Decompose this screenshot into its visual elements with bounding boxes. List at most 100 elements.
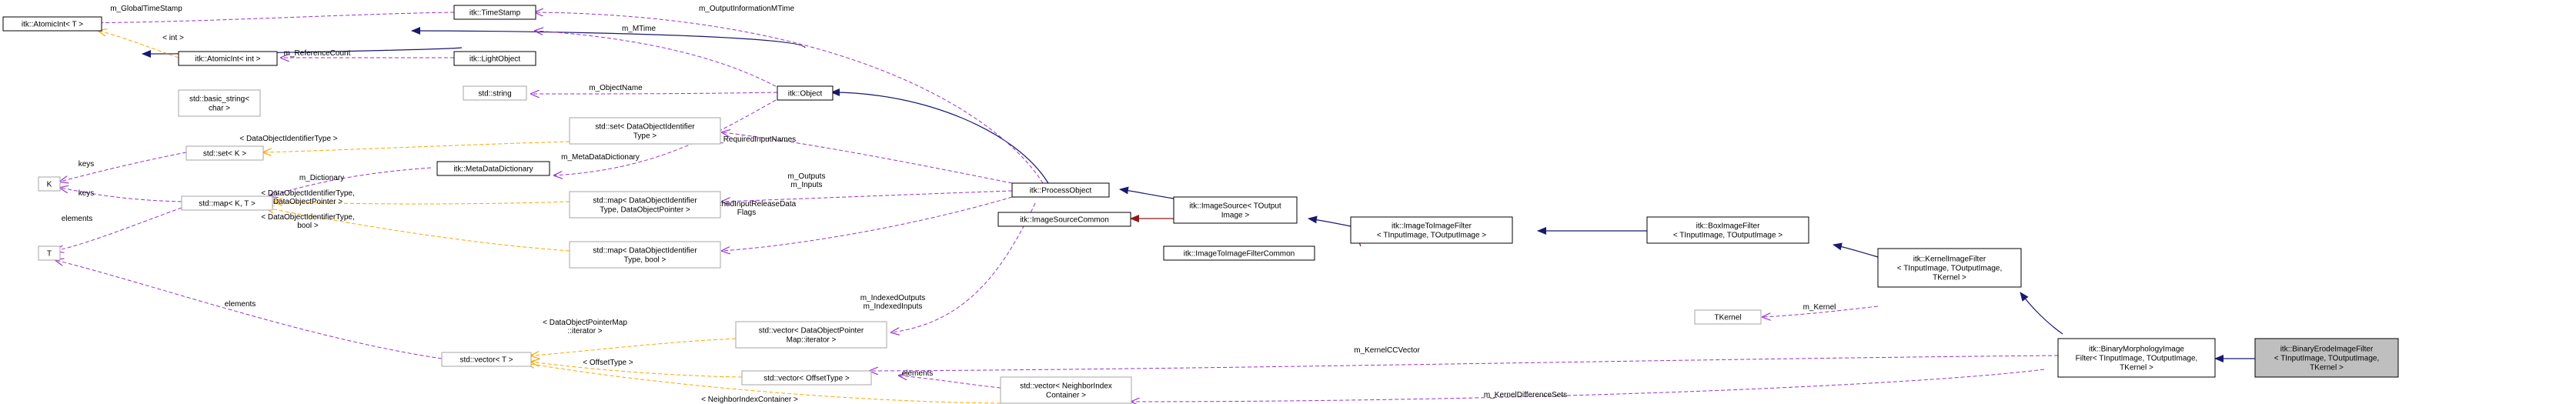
edge-setk-map (60, 152, 187, 182)
node-label-line: std::vector< OffsetType > (763, 375, 850, 383)
edge-mapdoiptr-processobject (722, 190, 1013, 202)
node-map-kt[interactable]: std::map< K, T > (181, 195, 273, 211)
edge-metadict-object (554, 96, 782, 175)
edge-string-object (531, 92, 778, 94)
node-label-line: itk::LightObject (469, 55, 520, 64)
edge-vectoroffset-binarymorph (870, 355, 2059, 371)
node-label-line: TKernel > (2120, 364, 2153, 372)
edge-kernel-binarymorph (2020, 292, 2063, 335)
edge-label-kernel-difference-sets: m_KernelDifferenceSets (1484, 391, 1567, 399)
node-vector-neighbor[interactable]: std::vector< NeighborIndexContainer > (1000, 376, 1132, 404)
node-label-line: std::string (478, 90, 511, 98)
edge-label-m-dictionary: m_Dictionary (299, 174, 344, 182)
node-std-string[interactable]: std::string (463, 85, 527, 101)
edge-vectordop-processobject (891, 202, 1036, 332)
edge-label-output-info-mtime: m_OutputInformationMTime (699, 5, 795, 13)
node-label-line: std::map< DataObjectIdentifier (593, 247, 697, 255)
edge-map-mapdoiptr (274, 202, 570, 204)
node-vector-offset[interactable]: std::vector< OffsetType > (741, 370, 872, 386)
node-image-source[interactable]: itk::ImageSource< TOutputImage > (1173, 196, 1298, 224)
node-label-line: std::map< DataObjectIdentifier (593, 197, 697, 205)
node-tkernel[interactable]: TKernel (1694, 309, 1762, 325)
node-atomic-int-int[interactable]: itk::AtomicInt< int > (178, 51, 278, 66)
edge-label-kernel: m_Kernel (1803, 303, 1836, 312)
node-label-line: itk::ImageSourceCommon (1020, 216, 1109, 225)
node-map-doi-ptr[interactable]: std::map< DataObjectIdentifierType, Data… (569, 191, 721, 219)
edge-timestamp-object (535, 31, 782, 90)
node-object[interactable]: itk::Object (777, 85, 834, 101)
edge-label-keys-map: keys (79, 189, 95, 198)
node-basic-string[interactable]: std::basic_string<char > (178, 89, 261, 117)
edge-label-doi-bool-tmpl: < DataObjectIdentifierType,bool > (261, 213, 354, 230)
edge-label-required-input-names: m_RequiredInputNames (713, 135, 796, 144)
node-label-line: std::set< DataObjectIdentifier (595, 123, 695, 132)
edge-setk-setdoi (263, 141, 570, 152)
node-vector-dop[interactable]: std::vector< DataObjectPointerMap::itera… (735, 321, 887, 349)
node-label-line: itk::BoxImageFilter (1696, 222, 1760, 231)
node-label-line: < TInputImage, TOutputImage > (1673, 232, 1782, 240)
edge-label-elements-neighbor: elements (902, 369, 934, 378)
node-atomic-int-t[interactable]: itk::AtomicInt< T > (2, 16, 102, 32)
node-t[interactable]: T (38, 245, 61, 261)
node-vector-t[interactable]: std::vector< T > (441, 352, 532, 367)
edge-label-meta-data-dictionary: m_MetaDataDictionary (561, 153, 640, 162)
edge-timestamp-atomicint (55, 12, 455, 23)
edge-label-m-time: m_MTime (622, 25, 657, 33)
node-box-filter[interactable]: itk::BoxImageFilter< TInputImage, TOutpu… (1646, 216, 1809, 244)
node-label-line: < TInputImage, TOutputImage, (1897, 265, 2002, 273)
node-kernel-filter[interactable]: itk::KernelImageFilter< TInputImage, TOu… (1877, 248, 2022, 288)
node-label-line: Type, bool > (624, 256, 667, 265)
edge-vectoroffset-vectorneighbor (899, 376, 1001, 389)
edge-vector-vectoroffset (531, 362, 743, 378)
node-label-line: itk::Object (788, 90, 823, 98)
edge-label-reference-count: m_ReferenceCount (284, 49, 351, 58)
edge-label-int: < int > (162, 34, 184, 42)
edge-label-object-name: m_ObjectName (589, 84, 643, 92)
node-label-line: itk::BinaryMorphologyImage (2089, 346, 2184, 354)
node-set-k[interactable]: std::set< K > (185, 145, 264, 161)
edge-map-mapdoibool (266, 208, 570, 252)
node-label-line: itk::KernelImageFilter (1913, 255, 1986, 264)
node-label-line: < TInputImage, TOutputImage, (2274, 355, 2379, 363)
node-label-line: itk::ImageToImageFilterCommon (1184, 250, 1295, 259)
edge-t-vector (55, 260, 443, 359)
node-label-line: std::basic_string< (189, 95, 249, 104)
edge-label-doi-ptr-tmpl: < DataObjectIdentifierType,DataObjectPoi… (261, 189, 354, 206)
edge-label-doi-type: < DataObjectIdentifierType > (239, 135, 337, 143)
node-i2i-filter[interactable]: itk::ImageToImageFilter< TInputImage, TO… (1350, 216, 1513, 244)
node-map-doi-bool[interactable]: std::map< DataObjectIdentifierType, bool… (569, 241, 721, 269)
edge-label-keys-set: keys (79, 160, 95, 169)
node-label-line: Type > (633, 132, 657, 141)
node-image-source-common[interactable]: itk::ImageSourceCommon (997, 212, 1131, 227)
edge-lightobject-object (411, 27, 806, 48)
node-process-object[interactable]: itk::ProcessObject (1011, 182, 1110, 198)
node-label-line: Type, DataObjectPointer > (600, 206, 690, 215)
edge-label-dop-map-iter: < DataObjectPointerMap::iterator > (543, 319, 627, 336)
node-meta-dict[interactable]: itk::MetaDataDictionary (436, 161, 550, 176)
node-label-line: std::set< K > (203, 150, 246, 159)
node-set-doi[interactable]: std::set< DataObjectIdentifierType > (569, 117, 721, 145)
edge-label-neighbor-container: < NeighborIndexContainer > (701, 396, 798, 404)
node-label-line: itk::BinaryErodeImageFilter (2280, 346, 2374, 354)
edge-vectorneighbor-binarymorph (1131, 369, 2045, 402)
edge-vector-vectorneighbor (526, 363, 1001, 404)
node-label-line: < TInputImage, TOutputImage > (1377, 232, 1486, 240)
node-binary-erode[interactable]: itk::BinaryErodeImageFilter< TInputImage… (2254, 338, 2399, 378)
node-label-line: K (47, 181, 52, 189)
edge-timestamp-processobject (535, 12, 1044, 184)
node-label-line: std::vector< DataObjectPointer (759, 327, 864, 336)
node-label-line: itk::TimeStamp (469, 9, 521, 18)
node-k[interactable]: K (38, 176, 61, 192)
edge-label-offset-type: < OffsetType > (583, 359, 633, 367)
node-light-object[interactable]: itk::LightObject (453, 51, 536, 66)
node-time-stamp[interactable]: itk::TimeStamp (453, 5, 536, 20)
edge-t-map (55, 207, 182, 251)
node-label-line: T (47, 250, 52, 259)
node-label-line: std::vector< T > (459, 356, 513, 365)
node-label-line: Filter< TInputImage, TOutputImage, (2076, 355, 2198, 363)
node-i2i-filter-common[interactable]: itk::ImageToImageFilterCommon (1163, 245, 1315, 261)
